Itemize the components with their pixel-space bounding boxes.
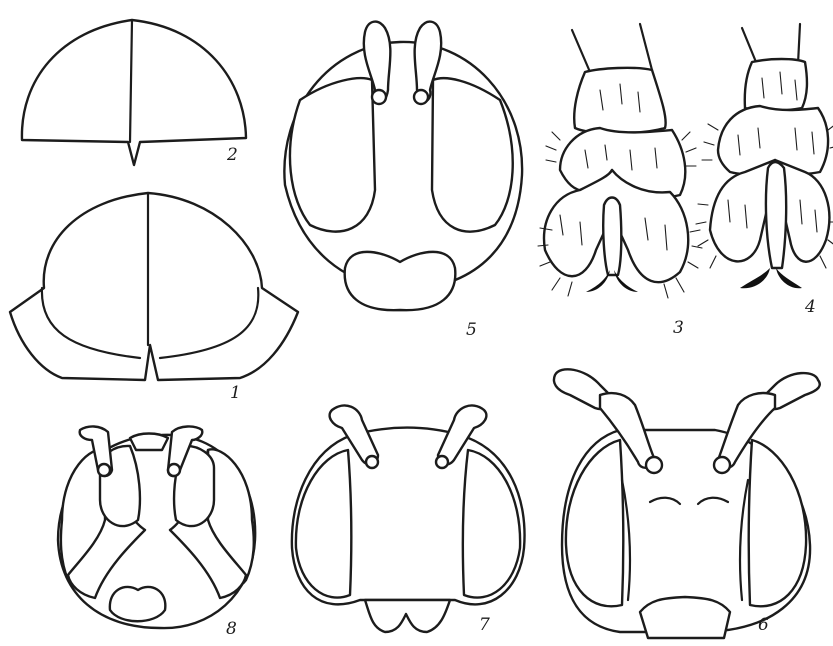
figure-number-7: 7 (479, 615, 490, 635)
figure-6-head (554, 369, 820, 638)
figure-2-pronotum (22, 20, 246, 165)
figure-3-abdomen (538, 24, 702, 298)
figure-1-pronotum (10, 193, 298, 380)
figure-4-abdomen (696, 24, 833, 288)
figure-number-1: 1 (230, 383, 241, 403)
figure-number-8: 8 (226, 619, 237, 639)
figure-7-head (292, 405, 525, 632)
figure-number-4: 4 (804, 297, 816, 317)
figure-8-head (58, 426, 255, 628)
figure-number-5: 5 (466, 320, 477, 340)
figure-5-head (284, 22, 522, 311)
figure-number-3: 3 (673, 318, 684, 338)
figure-number-2: 2 (226, 145, 238, 165)
figure-number-6: 6 (758, 615, 769, 635)
